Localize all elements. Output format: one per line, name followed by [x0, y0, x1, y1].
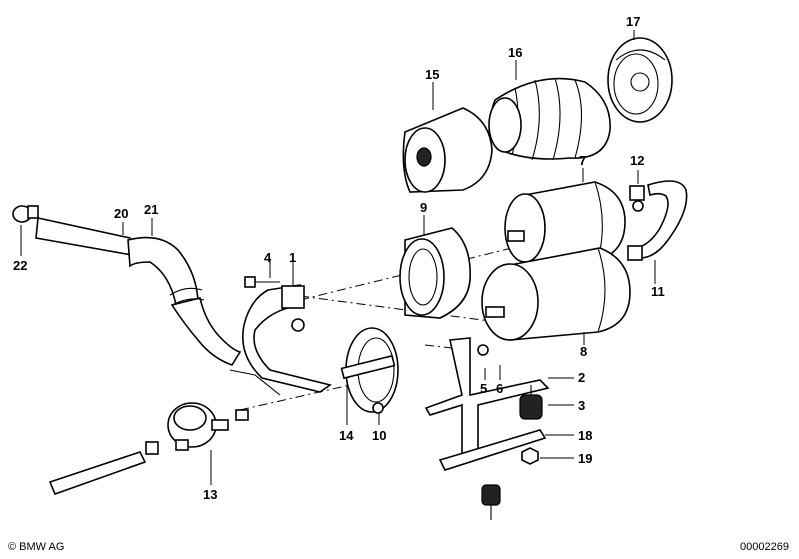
callout-9: 9 — [420, 200, 427, 215]
callout-21: 21 — [144, 202, 158, 217]
callout-1: 1 — [289, 250, 296, 265]
support-bracket — [424, 337, 550, 471]
callout-19: 19 — [578, 451, 592, 466]
connecting-hose — [627, 180, 688, 261]
callout-16: 16 — [508, 45, 522, 60]
mounting-bracket — [229, 284, 332, 396]
rubber-ring — [399, 227, 471, 319]
callout-6: 6 — [496, 381, 503, 396]
copyright-notice: © BMW AG — [8, 541, 65, 553]
diagram-number: 00002269 — [740, 541, 789, 553]
callout-13: 13 — [203, 487, 217, 502]
callout-12: 12 — [630, 153, 644, 168]
callout-5: 5 — [480, 381, 487, 396]
retaining-ring — [340, 327, 399, 414]
callout-15: 15 — [425, 67, 439, 82]
nut — [521, 447, 539, 465]
callout-20: 20 — [114, 206, 128, 221]
bottom-mount — [481, 484, 501, 520]
callout-3: 3 — [578, 398, 585, 413]
callout-labels: 1 2 3 4 5 6 7 8 9 10 11 12 13 14 15 16 1… — [13, 14, 665, 502]
intake-hose — [35, 217, 242, 366]
hose-clamp — [12, 205, 39, 223]
pressure-damper — [167, 402, 249, 451]
callout-8: 8 — [580, 344, 587, 359]
rubber-mount — [519, 385, 543, 420]
callout-14: 14 — [339, 428, 354, 443]
lower-fuel-line — [48, 441, 159, 496]
callout-2: 2 — [578, 370, 585, 385]
callout-11: 11 — [651, 284, 665, 299]
callout-4: 4 — [264, 250, 272, 265]
callout-17: 17 — [626, 14, 640, 29]
callout-7: 7 — [579, 153, 586, 168]
ribbed-rubber-boot — [488, 77, 611, 161]
fuel-pump-lower — [481, 247, 631, 341]
end-cover — [607, 37, 673, 123]
callout-10: 10 — [372, 428, 386, 443]
callout-22: 22 — [13, 258, 27, 273]
rubber-sleeve — [402, 107, 493, 193]
bolt — [244, 276, 280, 288]
callout-18: 18 — [578, 428, 592, 443]
fuel-pump-upper — [504, 181, 644, 263]
leader-lines — [20, 30, 656, 485]
